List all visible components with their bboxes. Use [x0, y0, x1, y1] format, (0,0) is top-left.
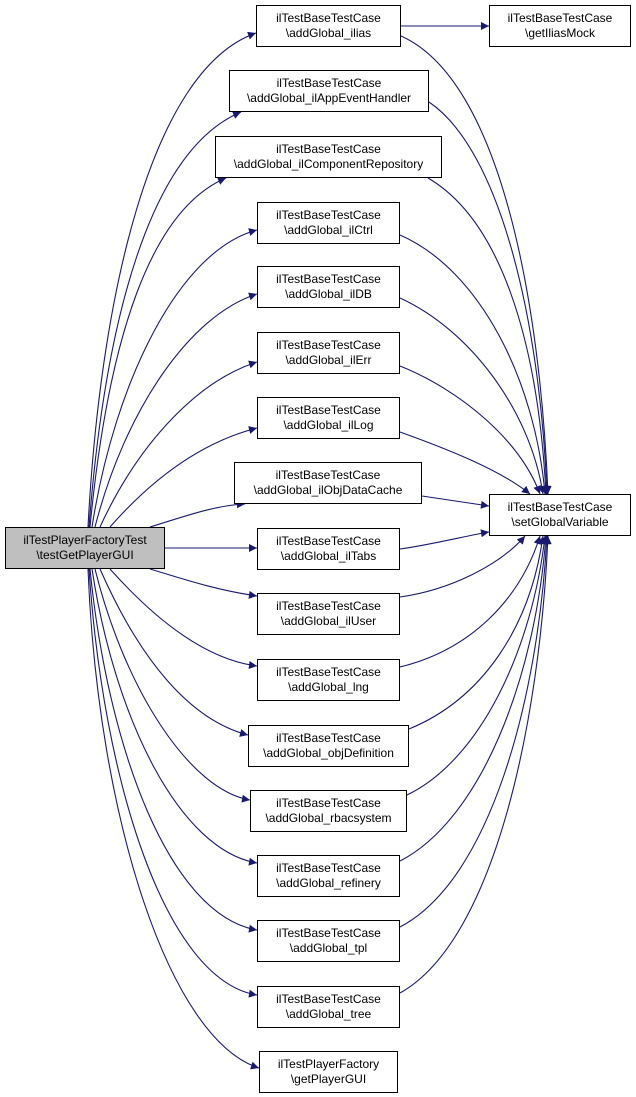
node-method-label: \addGlobal_refinery — [276, 876, 381, 890]
node-class-label: ilTestBaseTestCase — [276, 11, 381, 25]
node-addGlobal-rbacsystem[interactable]: ilTestBaseTestCase \addGlobal_rbacsystem — [250, 790, 407, 832]
node-method-label: \setGlobalVariable — [511, 515, 609, 529]
edge-root-to-n18 — [87, 568, 260, 1070]
node-addGlobal-ilLog[interactable]: ilTestBaseTestCase \addGlobal_ilLog — [257, 397, 400, 439]
node-method-label: \addGlobal_ilias — [285, 26, 372, 40]
node-addGlobal-ilComponentRepository[interactable]: ilTestBaseTestCase \addGlobal_ilComponen… — [215, 136, 442, 178]
edge-root-to-n3 — [89, 177, 227, 528]
node-getIliasMock[interactable]: ilTestBaseTestCase \getIliasMock — [489, 5, 631, 47]
node-method-label: \getIliasMock — [524, 26, 596, 40]
node-addGlobal-objDefinition[interactable]: ilTestBaseTestCase \addGlobal_objDefinit… — [248, 725, 409, 767]
edge-n4-to-setGlobalVariable — [399, 234, 549, 495]
node-method-label: \addGlobal_rbacsystem — [265, 811, 392, 825]
node-addGlobal-tpl[interactable]: ilTestBaseTestCase \addGlobal_tpl — [257, 920, 400, 962]
node-class-label: ilTestBaseTestCase — [507, 500, 613, 514]
node-class-label: ilTestBaseTestCase — [276, 534, 381, 548]
edge-n15-to-setGlobalVariable — [399, 535, 550, 862]
edge-root-to-n15 — [91, 568, 258, 866]
node-method-label: \getPlayerGUI — [290, 1072, 367, 1086]
edge-root-to-n17 — [88, 568, 258, 998]
node-class-label: ilTestBaseTestCase — [276, 272, 381, 286]
node-class-label: ilTestBaseTestCase — [276, 861, 381, 875]
edge-root-to-n16 — [89, 568, 258, 933]
edge-n0-to-setGlobalVariable — [400, 35, 552, 495]
edge-root-to-n6 — [99, 360, 258, 528]
node-addGlobal-ilias[interactable]: ilTestBaseTestCase \addGlobal_ilias — [256, 5, 401, 47]
node-method-label: \addGlobal_ilLog — [283, 418, 374, 432]
node-class-label: ilTestPlayerFactory — [277, 1057, 380, 1071]
node-class-label: ilTestBaseTestCase — [276, 992, 381, 1006]
node-addGlobal-refinery[interactable]: ilTestBaseTestCase \addGlobal_refinery — [257, 855, 400, 897]
edge-n12-to-setGlobalVariable — [399, 535, 542, 668]
node-method-label: \addGlobal_objDefinition — [263, 746, 394, 760]
node-method-label: \addGlobal_ilAppEventHandler — [246, 91, 412, 105]
edge-root-to-n4 — [91, 228, 258, 528]
node-getPlayerGUI[interactable]: ilTestPlayerFactory \getPlayerGUI — [259, 1051, 398, 1093]
node-class-label: ilTestBaseTestCase — [276, 599, 381, 613]
node-addGlobal-ilDB[interactable]: ilTestBaseTestCase \addGlobal_ilDB — [257, 266, 400, 308]
edge-n5-to-setGlobalVariable — [399, 297, 546, 495]
node-method-label: \addGlobal_ilComponentRepository — [233, 157, 424, 171]
edge-root-to-n11 — [149, 568, 258, 599]
node-addGlobal-ilObjDataCache[interactable]: ilTestBaseTestCase \addGlobal_ilObjDataC… — [234, 462, 422, 504]
node-root-testGetPlayerGUI: ilTestPlayerFactoryTest \testGetPlayerGU… — [5, 527, 165, 569]
node-method-label: \addGlobal_ilUser — [280, 614, 377, 628]
node-addGlobal-ilCtrl[interactable]: ilTestBaseTestCase \addGlobal_ilCtrl — [257, 202, 400, 244]
edge-root-to-n5 — [94, 292, 258, 528]
edge-n7-to-setGlobalVariable — [399, 431, 531, 495]
edge-n11-to-setGlobalVariable — [399, 535, 526, 598]
edge-n10-to-setGlobalVariable — [399, 529, 490, 550]
node-class-label: ilTestBaseTestCase — [276, 338, 381, 352]
node-method-label: \addGlobal_tpl — [289, 941, 368, 955]
edge-root-to-n0 — [87, 31, 257, 528]
node-method-label: \addGlobal_ilErr — [285, 353, 372, 367]
node-addGlobal-ilErr[interactable]: ilTestBaseTestCase \addGlobal_ilErr — [257, 332, 400, 374]
node-class-label: ilTestBaseTestCase — [507, 11, 613, 25]
node-method-label: \addGlobal_tree — [285, 1007, 372, 1021]
edge-n14-to-setGlobalVariable — [406, 535, 549, 796]
edge-n3-to-setGlobalVariable — [427, 177, 550, 495]
edge-n17-to-setGlobalVariable — [399, 535, 552, 994]
edge-n8-to-setGlobalVariable — [421, 495, 490, 509]
node-class-label: ilTestPlayerFactoryTest — [23, 533, 147, 547]
edge-n16-to-setGlobalVariable — [399, 535, 551, 928]
edge-root-to-n12 — [109, 568, 258, 669]
node-class-label: ilTestBaseTestCase — [276, 76, 382, 90]
node-addGlobal-lng[interactable]: ilTestBaseTestCase \addGlobal_lng — [257, 659, 400, 701]
edge-root-to-n8 — [149, 500, 246, 528]
edge-root-to-n7 — [109, 426, 258, 528]
node-method-label: \testGetPlayerGUI — [36, 548, 134, 562]
node-class-label: ilTestBaseTestCase — [276, 208, 381, 222]
node-method-label: \addGlobal_ilObjDataCache — [253, 483, 403, 497]
node-class-label: ilTestBaseTestCase — [276, 796, 381, 810]
node-class-label: ilTestBaseTestCase — [276, 926, 381, 940]
node-method-label: \addGlobal_lng — [288, 680, 369, 694]
node-class-label: ilTestBaseTestCase — [276, 731, 381, 745]
node-addGlobal-ilTabs[interactable]: ilTestBaseTestCase \addGlobal_ilTabs — [257, 528, 400, 570]
node-addGlobal-ilAppEventHandler[interactable]: ilTestBaseTestCase \addGlobal_ilAppEvent… — [229, 70, 429, 112]
node-addGlobal-tree[interactable]: ilTestBaseTestCase \addGlobal_tree — [257, 986, 400, 1028]
node-addGlobal-ilUser[interactable]: ilTestBaseTestCase \addGlobal_ilUser — [257, 593, 400, 635]
node-setGlobalVariable[interactable]: ilTestBaseTestCase \setGlobalVariable — [489, 494, 631, 536]
edge-root-to-n14 — [94, 568, 251, 803]
node-class-label: ilTestBaseTestCase — [276, 403, 381, 417]
node-method-label: \addGlobal_ilTabs — [280, 549, 377, 563]
node-class-label: ilTestBaseTestCase — [276, 142, 381, 156]
edge-n6-to-setGlobalVariable — [399, 365, 541, 495]
node-method-label: \addGlobal_ilCtrl — [284, 223, 373, 237]
node-method-label: \addGlobal_ilDB — [285, 287, 372, 301]
edge-root-to-n2 — [88, 111, 242, 528]
edge-n2-to-setGlobalVariable — [428, 101, 551, 495]
node-class-label: ilTestBaseTestCase — [276, 665, 381, 679]
node-class-label: ilTestBaseTestCase — [275, 468, 381, 482]
edge-root-to-n13 — [99, 568, 249, 737]
edge-n13-to-setGlobalVariable — [408, 535, 546, 730]
